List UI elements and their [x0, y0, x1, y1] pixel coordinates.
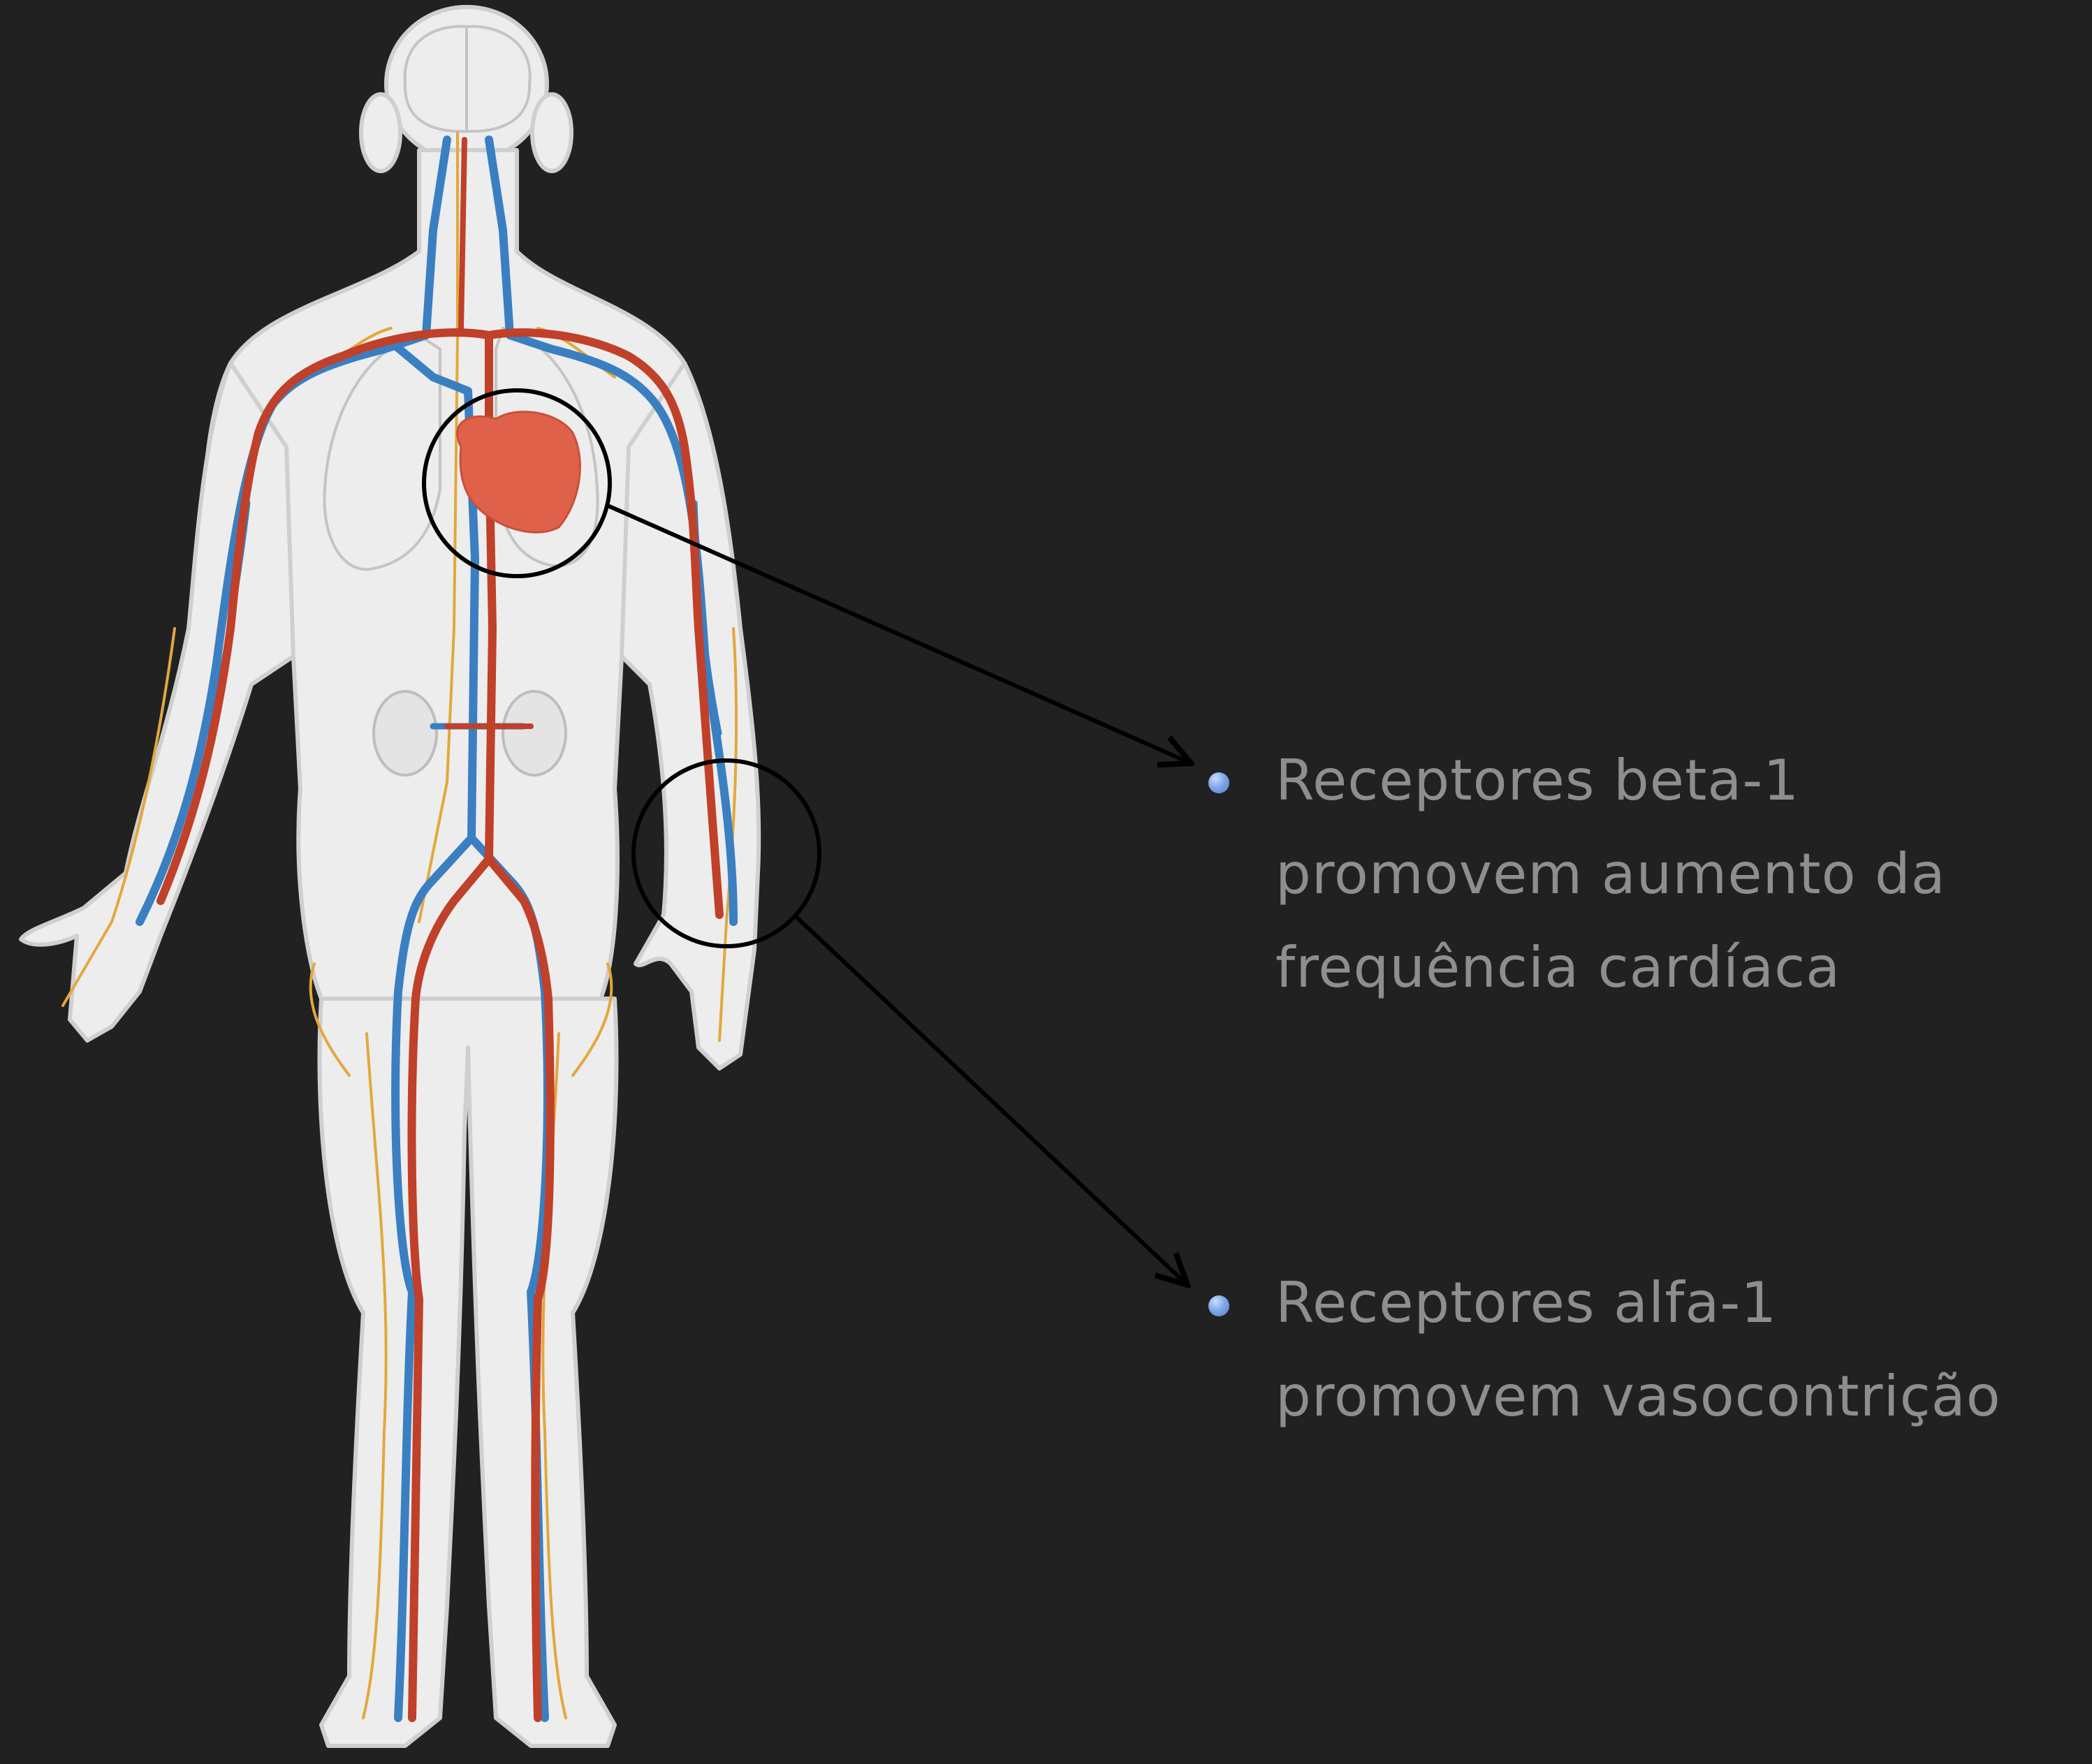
alpha1-receptor-text: Receptores alfa-1 promovem vasocontrição [1275, 1256, 2001, 1443]
bullet-line: Receptores beta-1 [1275, 734, 1946, 828]
wrist-arrow [796, 917, 1187, 1285]
bullet-point-icon [1208, 772, 1229, 793]
beta1-receptor-text: Receptores beta-1 promovem aumento da fr… [1275, 734, 1946, 1015]
bullet-point-icon [1208, 1295, 1229, 1316]
bullet-line: frequência cardíaca [1275, 921, 1946, 1015]
bullet-line: Receptores alfa-1 [1275, 1256, 2001, 1350]
body-silhouette [21, 7, 759, 1746]
bullet-line: promovem vasocontrição [1275, 1350, 2001, 1443]
bullet-line: promovem aumento da [1275, 828, 1946, 921]
